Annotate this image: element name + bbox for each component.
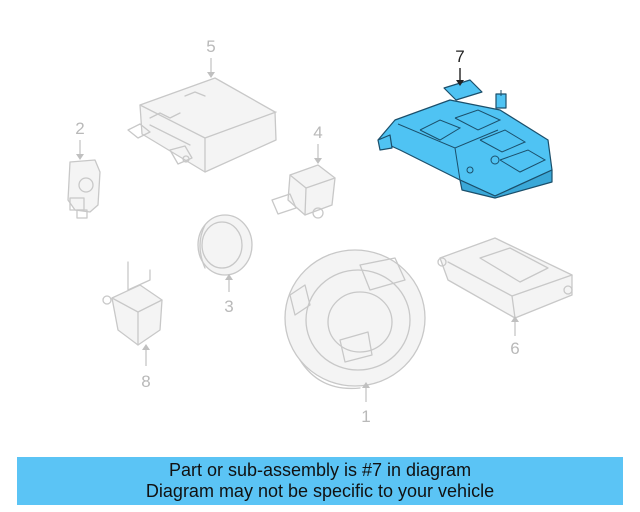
part-8-bracket-sensor	[102, 261, 163, 346]
callout-4: 4	[313, 123, 322, 142]
banner-line-part: Part or sub-assembly is #7 in diagram	[168, 460, 472, 480]
part-4-impact-sensor	[271, 164, 336, 219]
callout-5: 5	[206, 37, 215, 56]
callout-2: 2	[75, 119, 84, 138]
part-5-control-module	[127, 77, 277, 173]
callout-3: 3	[224, 297, 233, 316]
callout-6: 6	[510, 339, 519, 358]
callout-8: 8	[141, 372, 150, 391]
part-1-clock-spring	[284, 249, 426, 390]
part-7-highlighted-module	[377, 79, 553, 199]
part-2-sensor	[67, 159, 101, 219]
callout-7: 7	[455, 47, 464, 66]
info-banner: Part or sub-assembly is #7 in diagram Di…	[17, 457, 623, 505]
banner-line-disclaimer: Diagram may not be specific to your vehi…	[145, 481, 495, 501]
callout-1: 1	[361, 407, 370, 426]
parts-diagram: 5 2 4 3 8	[67, 37, 573, 426]
part-6-module	[437, 237, 573, 319]
part-3-round-sensor	[197, 214, 253, 276]
